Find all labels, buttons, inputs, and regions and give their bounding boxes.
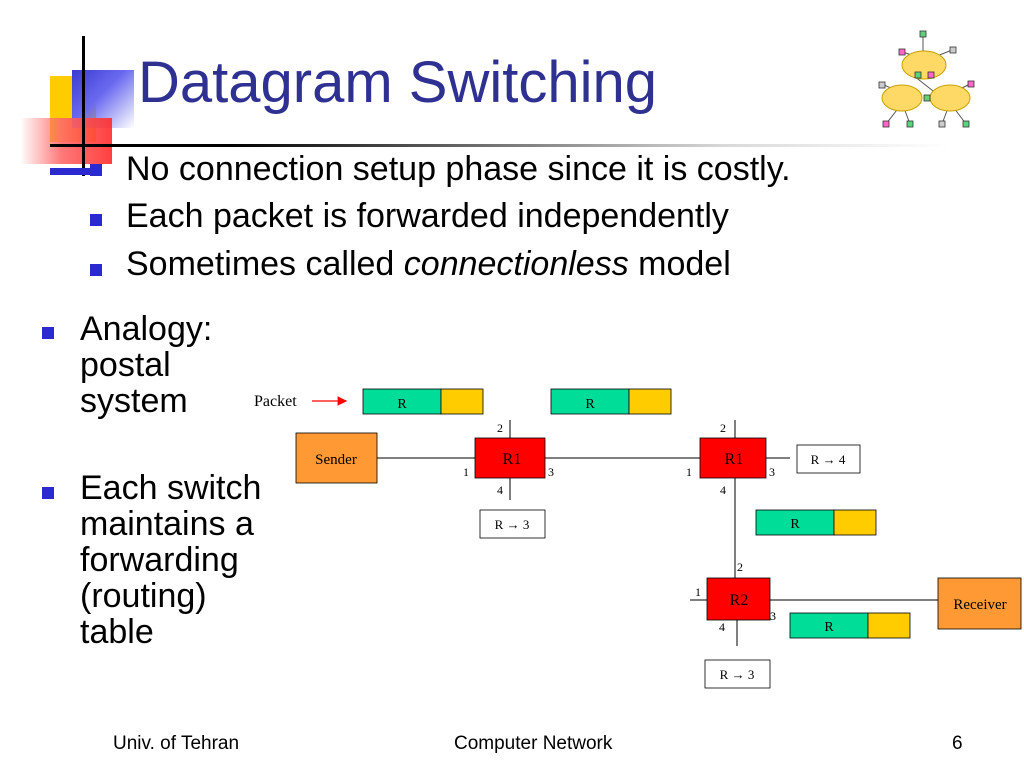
bullet-square-icon <box>42 327 54 339</box>
packet-payload-box <box>867 612 911 639</box>
switch-line: (routing) <box>80 577 207 615</box>
bullet-3-tail: model <box>628 245 731 283</box>
bullet-2: Each packet is forwarded independently <box>126 197 729 235</box>
router-r1 <box>474 437 546 479</box>
port-label: 3 <box>770 609 776 623</box>
network-links <box>377 420 938 646</box>
packet-label: Packet <box>254 393 297 410</box>
packet-payload-box <box>628 388 672 415</box>
bullet-1: No connection setup phase since it is co… <box>126 150 791 188</box>
router-r1b <box>699 437 767 479</box>
switch-line: forwarding <box>80 541 239 579</box>
forwarding-table-r1b <box>796 444 861 474</box>
packet: R <box>755 509 877 536</box>
decor-title-underline <box>50 144 950 147</box>
forwarding-table-r1 <box>479 509 546 539</box>
packet-header-label: R <box>585 397 595 412</box>
port-label: 1 <box>463 465 469 479</box>
bullet-3: Sometimes called connectionless model <box>126 247 731 281</box>
packet: R <box>550 388 672 415</box>
footer-left: Univ. of Tehran <box>113 733 240 754</box>
decor-red-bar <box>20 118 112 164</box>
forwarding-table-r2 <box>704 659 771 689</box>
receiver-node <box>937 577 1022 630</box>
router-r2-label: R2 <box>730 592 749 609</box>
analogy-line: postal <box>80 346 171 384</box>
port-label: 2 <box>720 421 726 435</box>
port-label: 4 <box>719 620 725 634</box>
packet-header-label: R <box>824 620 834 635</box>
sender-label: Sender <box>315 452 357 468</box>
packet-header-label: R <box>790 517 800 532</box>
switch-line: table <box>80 613 154 651</box>
packet: R <box>789 612 911 639</box>
router-r2 <box>706 577 771 621</box>
decor-blue-bar <box>50 168 90 175</box>
port-label: 3 <box>769 465 775 479</box>
packet-payload-box <box>440 388 484 415</box>
port-label: 4 <box>497 483 503 497</box>
packet-payload-box <box>833 509 877 536</box>
packet-header-label: R <box>397 397 407 412</box>
forwarding-table-r1-entry: R → 3 <box>495 517 530 532</box>
switch-line: Each switch <box>80 469 262 507</box>
router-r1-label: R1 <box>503 451 522 468</box>
bullet-3-italic: connectionless <box>403 245 629 283</box>
switch-line: maintains a <box>80 505 254 543</box>
bullet-square-icon <box>90 264 102 276</box>
analogy-line: Analogy: <box>80 310 213 348</box>
port-label: 2 <box>737 560 743 574</box>
packet: R <box>362 388 484 415</box>
decor-vertical-line <box>82 36 85 176</box>
port-label: 2 <box>497 421 503 435</box>
sender-node <box>295 432 378 484</box>
port-label: 1 <box>686 465 692 479</box>
bullet-square-icon <box>90 164 102 176</box>
packet-header-box <box>362 388 442 415</box>
analogy-bullet: Analogy: postal system <box>80 311 212 419</box>
analogy-line: system <box>80 382 188 420</box>
bullet-square-icon <box>90 214 102 226</box>
router-r1b-label: R1 <box>725 451 744 468</box>
port-label: 3 <box>548 465 554 479</box>
footer-center: Computer Network <box>454 733 613 754</box>
page-number: 6 <box>952 733 963 754</box>
bullet-3-lead: Sometimes called <box>126 245 395 283</box>
forwarding-table-r2-entry: R → 3 <box>720 667 755 682</box>
packet-header-box <box>550 388 630 415</box>
network-clouds-icon <box>878 30 975 128</box>
receiver-label: Receiver <box>953 597 1006 613</box>
port-label: 1 <box>695 585 701 599</box>
forwarding-table-r1b-entry: R → 4 <box>811 452 846 467</box>
bullet-square-icon <box>42 487 54 499</box>
port-label: 4 <box>720 483 726 497</box>
switch-bullet: Each switch maintains a forwarding (rout… <box>80 470 261 650</box>
slide-title: Datagram Switching <box>138 50 657 115</box>
port-labels: 2 1 3 4 2 1 3 4 2 1 3 4 <box>463 421 776 634</box>
